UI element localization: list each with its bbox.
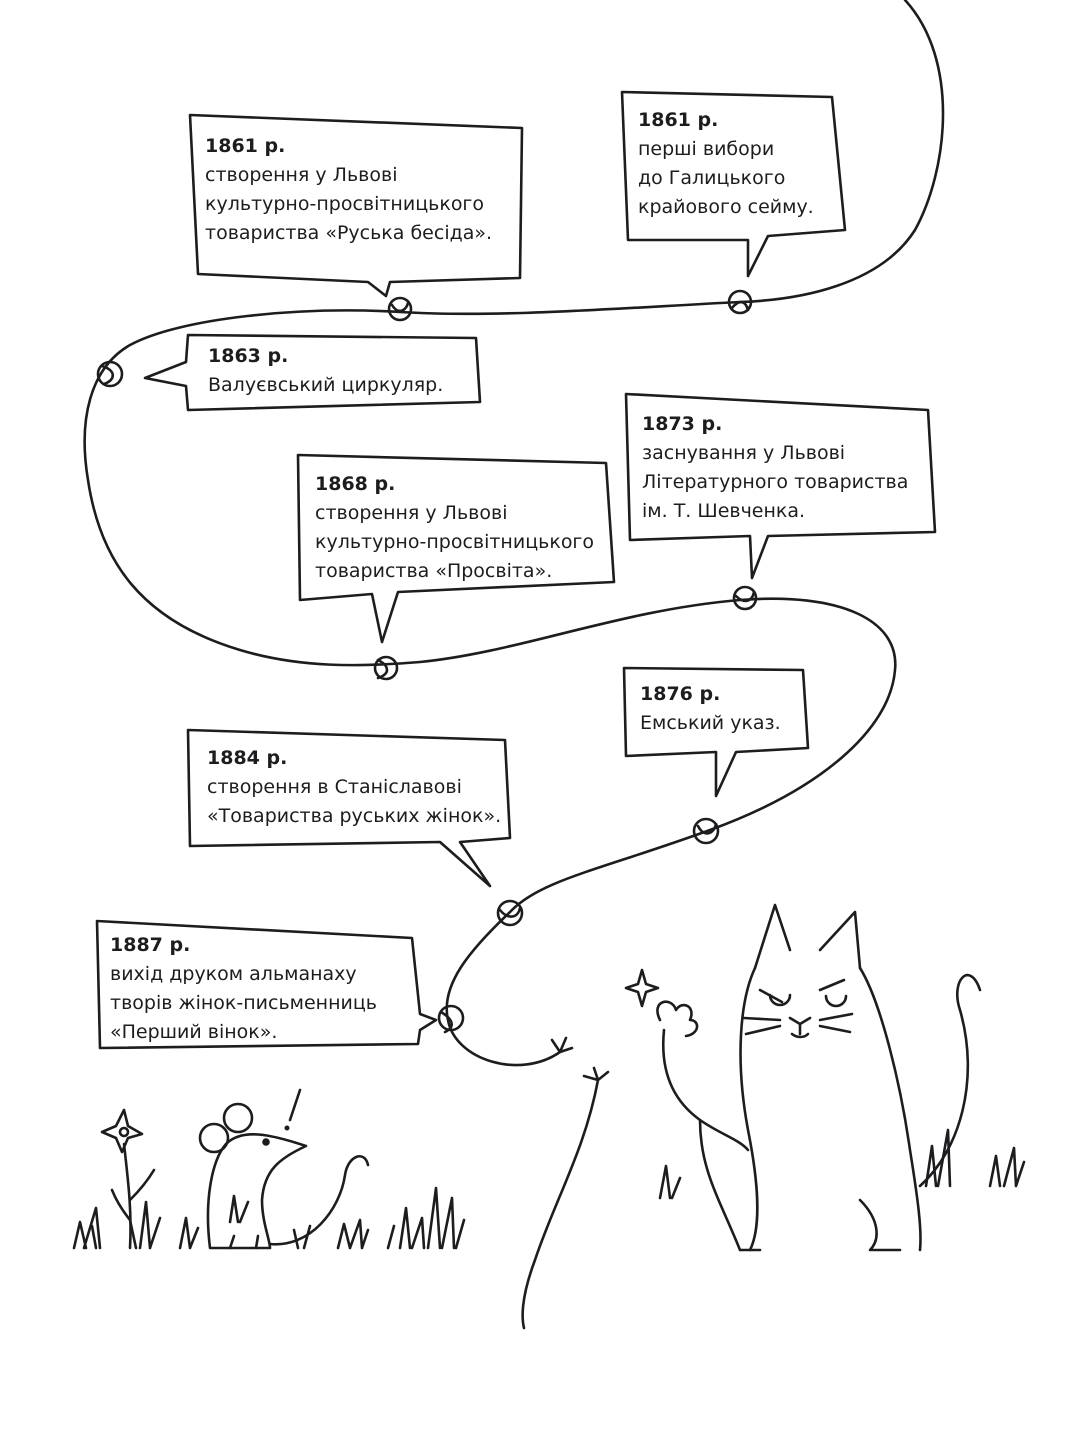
event-1887: 1887 р. вихід друком альманаху творів жі… (110, 931, 377, 1047)
event-year: 1863 р. (208, 345, 289, 367)
event-year: 1873 р. (642, 413, 723, 435)
bubble-1861-rb (188, 113, 524, 298)
event-text-line: Емський указ. (640, 712, 781, 734)
event-text-line: створення у Львові (205, 164, 398, 186)
event-text-line: товариства «Просвіта». (315, 560, 553, 582)
thread-frayed-end-top (550, 1036, 574, 1054)
event-text-line: створення в Станіславові (207, 776, 462, 798)
event-text-line: до Галицького (638, 167, 786, 189)
knot-1863 (96, 360, 124, 388)
event-text-line: створення у Львові (315, 502, 508, 524)
exclamation-mark (288, 1088, 302, 1122)
thread-end (521, 1078, 600, 1330)
event-text-line: вихід друком альманаху (110, 963, 357, 985)
knot-1887 (437, 1004, 465, 1034)
event-text-line: творів жінок-письменниць (110, 992, 378, 1014)
event-text-line: крайового сейму. (638, 196, 814, 218)
event-year: 1868 р. (315, 473, 396, 495)
event-1873: 1873 р. заснування у Львові Літературног… (642, 410, 908, 526)
mouse-drawing (198, 1102, 370, 1250)
event-text-line: ім. Т. Шевченка. (642, 500, 806, 522)
knot-1884 (496, 899, 524, 927)
event-1861-sejm: 1861 р. перші вибори до Галицького крайо… (638, 106, 814, 222)
event-1861-rb: 1861 р. створення у Львові культурно-про… (205, 132, 492, 248)
event-1863: 1863 р. Валуєвський циркуляр. (208, 342, 443, 400)
event-text-line: Валуєвський циркуляр. (208, 374, 444, 396)
knot-1876 (692, 817, 720, 845)
event-text-line: «Перший вінок». (110, 1021, 278, 1043)
bubble-1861-sejm (620, 90, 847, 278)
knot-1868 (373, 655, 399, 681)
event-year: 1876 р. (640, 683, 721, 705)
bubble-1873 (624, 392, 937, 580)
event-year: 1861 р. (205, 135, 286, 157)
bubble-1887 (95, 919, 438, 1050)
knot-1861-rb (387, 296, 413, 322)
event-text-line: Літературного товариства (642, 471, 909, 493)
event-1868: 1868 р. створення у Львові культурно-про… (315, 470, 594, 586)
event-1884: 1884 р. створення в Станіславові «Товари… (207, 744, 501, 831)
event-text-line: заснування у Львові (642, 442, 846, 464)
bubble-1884 (186, 728, 512, 888)
timeline-thread (83, 0, 945, 1067)
knot-1861-sejm (727, 289, 753, 315)
event-text-line: культурно-просвітницького (315, 531, 595, 553)
cat-drawing (624, 903, 982, 1252)
thread-frayed-end-bottom (582, 1066, 610, 1082)
bubble-1868 (296, 453, 616, 644)
event-text-line: перші вибори (638, 138, 775, 160)
grass (72, 1128, 1026, 1250)
event-1876: 1876 р. Емський указ. (640, 680, 781, 738)
knot-1873 (732, 585, 758, 611)
event-year: 1884 р. (207, 747, 288, 769)
event-year: 1861 р. (638, 109, 719, 131)
event-year: 1887 р. (110, 934, 191, 956)
bubble-1863 (143, 333, 482, 412)
bubble-1876 (622, 666, 810, 798)
event-text-line: товариства «Руська бесіда». (205, 222, 493, 244)
event-text-line: культурно-просвітницького (205, 193, 485, 215)
event-text-line: «Товариства руських жінок». (207, 805, 502, 827)
flower-drawing (100, 1108, 156, 1250)
